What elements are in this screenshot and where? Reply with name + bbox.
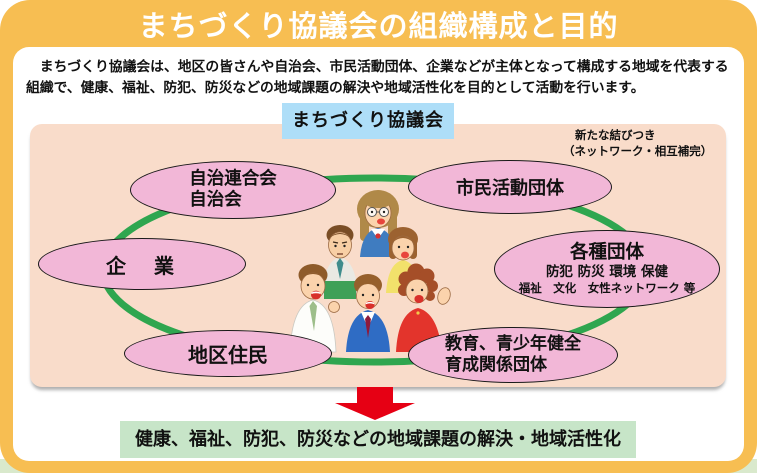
member-ellipse-chiku: 地区住民 [124, 330, 332, 377]
member-ellipse-kigyo: 企 業 [38, 238, 246, 290]
down-arrow-icon [335, 387, 415, 420]
council-badge: まちづくり協議会 [282, 103, 454, 139]
network-note-line-1: 新たな結びつき [575, 128, 656, 142]
intro-line-1: まちづくり協議会は、地区の皆さんや自治会、市民活動団体、企業などが主体となって構… [26, 59, 729, 75]
kyoiku-line-1: 教育、青少年健全 [445, 334, 581, 354]
people-illustration [289, 190, 451, 353]
kakushu-line-3: 福祉 文化 女性ネットワーク 等 [518, 281, 696, 295]
intro-line-2: 組織で、健康、福祉、防犯、防災などの地域課題の解決や地域活性化を目的として活動を… [26, 80, 645, 96]
network-note-line-2: （ネットワーク・相互補完） [563, 143, 713, 158]
jichiren-line-2: 自治会 [189, 190, 242, 210]
member-ellipse-jichiren: 自治連合会 自治会 [130, 161, 336, 219]
jichiren-line-1: 自治連合会 [189, 169, 277, 189]
intro-paragraph: まちづくり協議会は、地区の皆さんや自治会、市民活動団体、企業などが主体となって構… [26, 57, 738, 99]
kakushu-line-1: 各種団体 [569, 242, 644, 263]
goal-banner: 健康、福祉、防犯、防災などの地域課題の解決・地域活性化 [120, 421, 636, 458]
member-ellipse-shimin: 市民活動団体 [408, 160, 612, 214]
network-note: 新たな結びつき （ネットワーク・相互補完） [563, 128, 733, 159]
kakushu-line-2: 防犯 防災 環境 保健 [545, 264, 669, 280]
person-middle-man [322, 225, 358, 299]
kyoiku-line-2: 育成関係団体 [445, 355, 547, 375]
member-ellipse-kyoiku: 教育、青少年健全 育成関係団体 [408, 327, 618, 383]
person-front-center-man [346, 274, 390, 352]
page-title: まちづくり協議会の組織構成と目的 [138, 9, 619, 43]
member-ellipse-kakushu: 各種団体 防犯 防災 環境 保健 福祉 文化 女性ネットワーク 等 [494, 230, 720, 308]
person-top-woman [357, 190, 399, 257]
